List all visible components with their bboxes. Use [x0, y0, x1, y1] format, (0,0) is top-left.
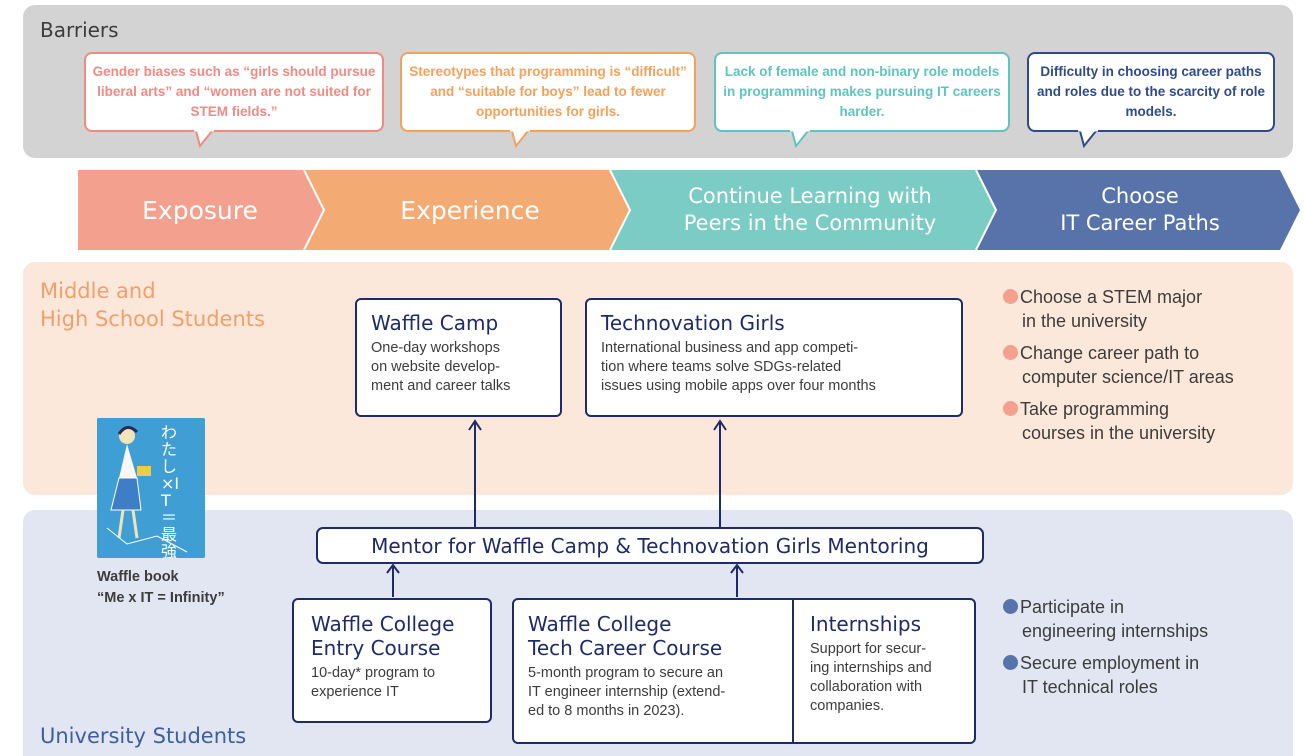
outcome-text: Change career path to	[1020, 343, 1200, 363]
outcome-text: in the university	[1022, 311, 1148, 331]
stage-label-career: Choose IT Career Paths	[1000, 170, 1280, 250]
barrier-bubble-gender-bias: Gender biases such as “girls should purs…	[84, 52, 384, 132]
box-desc-line: 10-day* program to	[311, 665, 436, 681]
box-desc-line: experience IT	[311, 684, 399, 700]
middle-high-school-title: Middle and High School Students	[40, 277, 265, 333]
waffle-college-entry-box: Waffle College Entry Course 10-day* prog…	[292, 598, 492, 723]
barrier-bubble-stereotypes: Stereotypes that programming is “difficu…	[400, 52, 696, 132]
box-desc-line: ed to 8 months in 2023).	[528, 703, 685, 719]
book-label-line: “Me x IT = Infinity”	[97, 590, 225, 606]
outcome-item: Take programming courses in the universi…	[1003, 397, 1293, 445]
box-title: Technovation Girls	[601, 311, 785, 335]
outcome-item: Participate in engineering internships	[1003, 595, 1293, 643]
stage-arrow-community	[610, 170, 998, 250]
outcome-item: Secure employment in IT technical roles	[1003, 651, 1293, 699]
box-desc-line: International business and app competi-	[601, 340, 859, 356]
box-desc-line: One-day workshops	[371, 340, 500, 356]
box-desc-line: issues using mobile apps over four month…	[601, 378, 876, 394]
box-title: Entry Course	[311, 636, 441, 660]
box-title: Tech Career Course	[528, 636, 723, 660]
middle-outcomes: Choose a STEM major in the university Ch…	[1003, 285, 1293, 445]
box-title: Waffle College	[528, 612, 672, 636]
box-desc-line: companies.	[810, 698, 885, 714]
book-cover-title: わたし×IT＝最強説	[161, 423, 180, 558]
technovation-girls-box: Technovation Girls International busines…	[585, 298, 963, 417]
university-title: University Students	[40, 724, 247, 748]
mentor-title: Mentor for Waffle Camp & Technovation Gi…	[371, 533, 929, 558]
box-divider	[792, 600, 794, 742]
outcome-text: Secure employment in	[1020, 653, 1200, 673]
stage-text: Exposure	[142, 195, 258, 225]
box-desc-line: IT engineer internship (extend-	[528, 684, 726, 700]
stage-arrows	[78, 170, 1300, 250]
stage-arrow-career	[976, 170, 1300, 250]
bullet-dot	[1003, 401, 1018, 416]
barrier-text: Difficulty in choosing career paths and …	[1036, 64, 1266, 119]
barriers-title: Barriers	[40, 18, 119, 42]
book-illustration	[97, 418, 205, 558]
stage-label-experience: Experience	[330, 170, 610, 250]
box-desc-line: tion where teams solve SDGs-related	[601, 359, 842, 375]
stage-arrow-experience	[304, 170, 632, 250]
waffle-book-cover: わたし×IT＝最強説	[97, 418, 205, 558]
waffle-camp-box: Waffle Camp One-day workshops on website…	[355, 298, 562, 417]
stage-arrow-exposure	[78, 170, 326, 250]
internships: Internships Support for secur- ing inter…	[794, 600, 974, 742]
box-title: Internships	[810, 612, 922, 636]
box-desc-line: 5-month program to secure an	[528, 665, 724, 681]
box-desc-line: on website develop-	[371, 359, 500, 375]
bullet-dot	[1003, 289, 1018, 304]
stage-text: Continue Learning with	[688, 184, 932, 208]
box-title: Waffle Camp	[371, 311, 499, 335]
outcome-text: computer science/IT areas	[1022, 367, 1234, 387]
box-desc-line: Support for secur-	[810, 641, 927, 657]
barrier-bubble-role-models: Lack of female and non-binary role model…	[714, 52, 1010, 132]
university-outcomes: Participate in engineering internships S…	[1003, 595, 1293, 699]
barrier-text: Lack of female and non-binary role model…	[723, 64, 1001, 119]
box-title: Waffle College	[311, 612, 455, 636]
stage-label-exposure: Exposure	[90, 170, 310, 250]
stage-text: Choose	[1101, 184, 1179, 208]
barrier-bubble-career-difficulty: Difficulty in choosing career paths and …	[1027, 52, 1275, 132]
stage-text: Experience	[400, 195, 540, 225]
outcome-text: engineering internships	[1022, 621, 1209, 641]
box-desc-line: ing internships and	[810, 660, 932, 676]
outcome-text: Take programming	[1020, 399, 1170, 419]
mentor-box: Mentor for Waffle Camp & Technovation Gi…	[316, 527, 984, 564]
barrier-text: Stereotypes that programming is “difficu…	[409, 64, 687, 119]
outcome-text: Participate in	[1020, 597, 1125, 617]
tech-career-internships-box: Waffle College Tech Career Course 5-mont…	[512, 598, 976, 744]
section-title-line: Middle and	[40, 279, 156, 303]
box-desc-line: ment and career talks	[371, 378, 511, 394]
box-desc-line: collaboration with	[810, 679, 923, 695]
bullet-dot	[1003, 599, 1018, 614]
section-title-line: High School Students	[40, 307, 265, 331]
outcome-text: IT technical roles	[1022, 677, 1158, 697]
stage-text: IT Career Paths	[1060, 211, 1220, 235]
tech-career-course: Waffle College Tech Career Course 5-mont…	[514, 600, 792, 742]
bullet-dot	[1003, 655, 1018, 670]
outcome-text: courses in the university	[1022, 423, 1216, 443]
outcome-text: Choose a STEM major	[1020, 287, 1203, 307]
waffle-book-label: Waffle book “Me x IT = Infinity”	[97, 567, 225, 609]
book-label-line: Waffle book	[97, 569, 179, 585]
barrier-text: Gender biases such as “girls should purs…	[92, 64, 376, 119]
bullet-dot	[1003, 345, 1018, 360]
stage-text: Peers in the Community	[683, 211, 937, 235]
outcome-item: Choose a STEM major in the university	[1003, 285, 1293, 333]
bubble-tails	[194, 128, 1098, 149]
stage-label-community: Continue Learning with Peers in the Comm…	[640, 170, 980, 250]
outcome-item: Change career path to computer science/I…	[1003, 341, 1293, 389]
